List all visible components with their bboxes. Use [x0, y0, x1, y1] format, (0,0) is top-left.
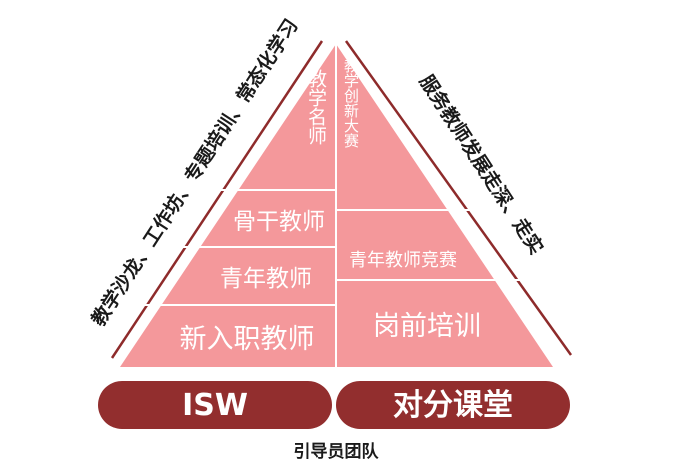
- tier-label-innovation-contest: 教学创新大赛: [342, 58, 360, 148]
- tier-label-new-teacher: 新入职教师: [180, 324, 315, 355]
- tier-label-teaching-master: 教学名师: [305, 69, 327, 145]
- tier-label-pre-job-training: 岗前培训: [373, 311, 481, 342]
- tier-label-young-teacher: 青年教师: [220, 266, 312, 292]
- right-outline-line: [344, 40, 573, 356]
- isw-pill: [98, 381, 332, 429]
- isw-pill-label: ISW: [182, 388, 248, 423]
- tier-label-young-teacher-contest: 青年教师竞赛: [349, 250, 457, 271]
- flipped-classroom-pill: [336, 381, 570, 429]
- footer-label: 引导员团队: [294, 441, 380, 462]
- flipped-classroom-pill-label: 对分课堂: [393, 388, 513, 423]
- tier-label-key-teacher: 骨干教师: [233, 209, 325, 235]
